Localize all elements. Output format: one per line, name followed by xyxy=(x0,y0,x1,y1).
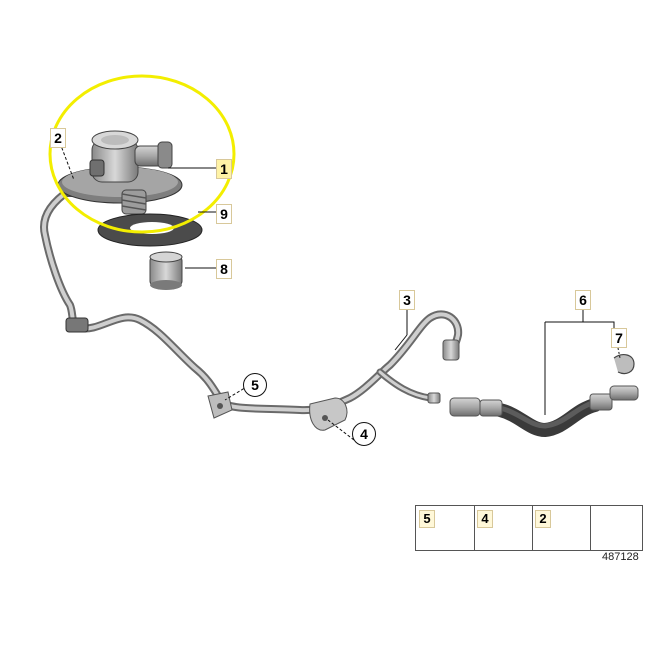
callout-part-2[interactable]: 2 xyxy=(50,128,66,148)
callout-part-6[interactable]: 6 xyxy=(575,290,591,310)
legend-number: 4 xyxy=(477,510,493,528)
diagram-number: 487128 xyxy=(602,551,639,563)
legend-cell-nut: 5 xyxy=(416,506,475,550)
callout-part-5[interactable]: 5 xyxy=(243,373,267,397)
high-pressure-pump xyxy=(57,130,183,215)
highlight-ellipse xyxy=(48,74,236,234)
roller-tappet xyxy=(149,251,183,290)
legend-number: 5 xyxy=(419,510,435,528)
callout-part-3[interactable]: 3 xyxy=(399,290,415,310)
callout-part-7[interactable]: 7 xyxy=(611,328,627,348)
callout-part-1[interactable]: 1 xyxy=(216,159,232,179)
callout-part-4[interactable]: 4 xyxy=(352,422,376,446)
pump-gasket xyxy=(97,213,203,247)
line-bracket-left xyxy=(207,391,233,419)
fastener-legend: 5 4 2 xyxy=(415,505,643,551)
legend-number: 2 xyxy=(535,510,551,528)
callout-part-8[interactable]: 8 xyxy=(216,259,232,279)
legend-cell-bolt: 4 xyxy=(474,506,533,550)
fuel-hose xyxy=(449,385,639,438)
hose-clip xyxy=(613,354,635,375)
line-bracket-right xyxy=(309,397,348,431)
leader-lines xyxy=(59,142,621,441)
legend-cell-screw: 2 xyxy=(532,506,591,550)
callout-part-9[interactable]: 9 xyxy=(216,204,232,224)
